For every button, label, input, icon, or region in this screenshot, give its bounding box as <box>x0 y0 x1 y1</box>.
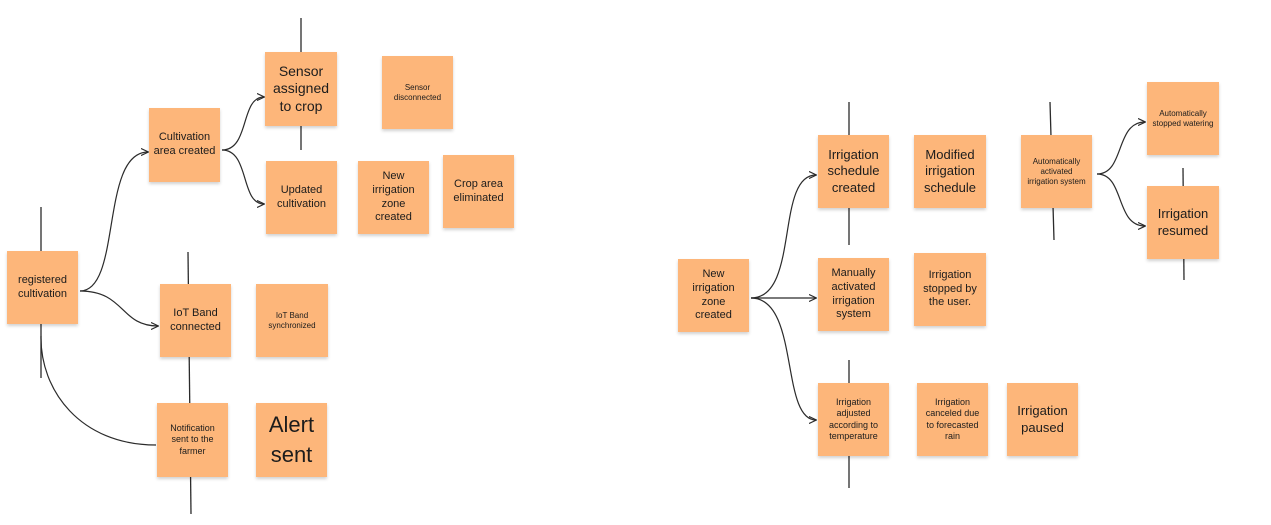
note-cultivation-area-created[interactable]: Cultivation area created <box>149 108 220 182</box>
connector-arrow <box>79 290 158 326</box>
note-manually-activated-irrigation-system[interactable]: Manually activated irrigation system <box>818 258 889 331</box>
connector-arrow <box>221 149 264 204</box>
connector-arrow <box>750 175 816 299</box>
connector-arrow <box>221 97 264 151</box>
note-iot-band-synchronized[interactable]: IoT Band synchronized <box>256 284 328 357</box>
connector-arrow <box>1096 122 1145 175</box>
note-irrigation-stopped-by-user[interactable]: Irrigation stopped by the user. <box>914 253 986 326</box>
connector-arrow <box>750 297 816 420</box>
note-crop-area-eliminated[interactable]: Crop area eliminated <box>443 155 514 228</box>
note-irrigation-canceled-rain[interactable]: Irrigation canceled due to forecasted ra… <box>917 383 988 456</box>
note-irrigation-resumed[interactable]: Irrigation resumed <box>1147 186 1219 259</box>
note-new-irrigation-zone-created-right[interactable]: New irrigation zone created <box>678 259 749 332</box>
note-iot-band-connected[interactable]: IoT Band connected <box>160 284 231 357</box>
connector-arrow <box>1096 173 1145 226</box>
note-irrigation-adjusted-temperature[interactable]: Irrigation adjusted according to tempera… <box>818 383 889 456</box>
connector-arrow <box>79 152 148 292</box>
note-irrigation-schedule-created[interactable]: Irrigation schedule created <box>818 135 889 208</box>
note-modified-irrigation-schedule[interactable]: Modified irrigation schedule <box>914 135 986 208</box>
note-registered-cultivation[interactable]: registered cultivation <box>7 251 78 324</box>
note-automatically-stopped-watering[interactable]: Automatically stopped watering <box>1147 82 1219 155</box>
note-automatically-activated-irrigation-system[interactable]: Automatically activated irrigation syste… <box>1021 135 1092 208</box>
note-new-irrigation-zone-created-left[interactable]: New irrigation zone created <box>358 161 429 234</box>
note-sensor-assigned-to-crop[interactable]: Sensor assigned to crop <box>265 52 337 126</box>
connector-arrow <box>40 335 157 446</box>
note-updated-cultivation[interactable]: Updated cultivation <box>266 161 337 234</box>
note-sensor-disconnected[interactable]: Sensor disconnected <box>382 56 453 129</box>
note-alert-sent[interactable]: Alert sent <box>256 403 327 477</box>
note-notification-sent[interactable]: Notification sent to the farmer <box>157 403 228 477</box>
note-irrigation-paused[interactable]: Irrigation paused <box>1007 383 1078 456</box>
